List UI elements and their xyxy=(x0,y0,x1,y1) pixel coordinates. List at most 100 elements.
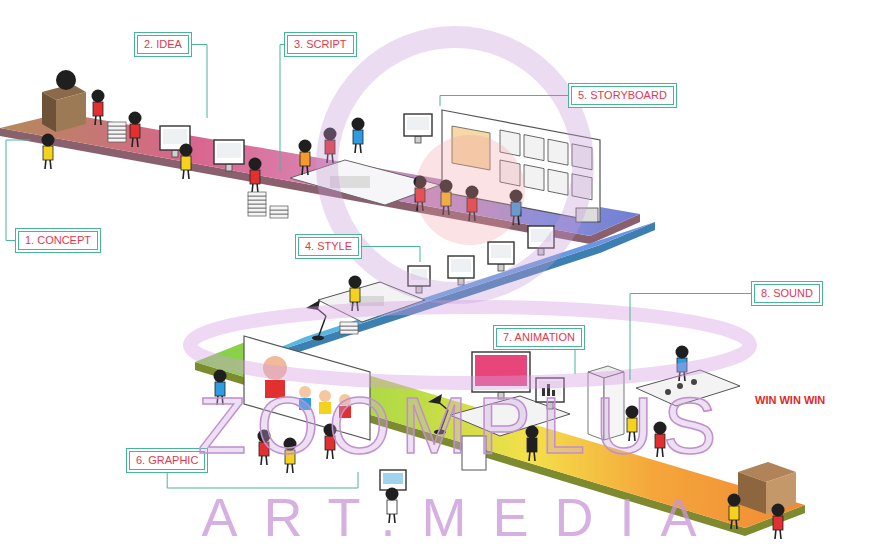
crate-side xyxy=(42,92,56,132)
stand xyxy=(415,136,421,143)
leg xyxy=(95,115,96,125)
person-figure xyxy=(352,118,365,154)
book-stack xyxy=(340,322,358,334)
person-figure xyxy=(180,144,193,180)
person-figure xyxy=(129,112,142,148)
leg xyxy=(188,169,189,179)
leg xyxy=(302,165,303,175)
book xyxy=(248,200,266,204)
head xyxy=(92,90,105,103)
body xyxy=(729,506,739,520)
person-figure xyxy=(92,90,105,126)
band-side xyxy=(0,128,590,244)
book xyxy=(340,330,358,334)
body xyxy=(350,288,360,302)
screen xyxy=(217,143,241,158)
leg xyxy=(736,519,737,529)
watermark: ART.MEDIA xyxy=(201,490,722,544)
box-side xyxy=(738,472,766,514)
monitor xyxy=(404,114,432,143)
head xyxy=(676,346,689,359)
leg xyxy=(775,529,776,539)
leg xyxy=(360,143,361,153)
head xyxy=(299,140,312,153)
body xyxy=(43,146,53,160)
person-figure xyxy=(249,158,262,194)
crate-front xyxy=(56,92,86,132)
frame-sketch xyxy=(548,169,568,195)
head xyxy=(214,370,227,383)
book xyxy=(108,134,126,138)
monitor xyxy=(214,140,244,171)
book-stack xyxy=(248,192,266,216)
stand xyxy=(498,264,504,271)
step-label-box: 5. STORYBOARD xyxy=(571,86,674,105)
step-label: 8. SOUND xyxy=(761,286,813,301)
leader-line xyxy=(280,45,284,173)
leg xyxy=(183,169,184,179)
head xyxy=(352,118,365,131)
body xyxy=(353,130,363,144)
step-label: 1. CONCEPT xyxy=(25,233,91,248)
stand xyxy=(172,150,178,157)
book xyxy=(108,138,126,142)
body xyxy=(250,170,260,184)
step-label: 6. GRAPHIC xyxy=(136,453,198,468)
head xyxy=(772,504,785,517)
watermark: ZOOMPLUS xyxy=(198,386,727,466)
book xyxy=(248,192,266,196)
screen xyxy=(491,245,511,258)
book xyxy=(340,322,358,326)
head xyxy=(728,494,741,507)
monitor xyxy=(488,242,514,271)
book xyxy=(108,126,126,130)
step-label: 2. IDEA xyxy=(144,37,182,52)
head xyxy=(42,134,55,147)
step-label: 3. SCRIPT xyxy=(294,37,347,52)
frame xyxy=(448,256,474,278)
step-label-box: 1. CONCEPT xyxy=(18,231,98,250)
head xyxy=(249,158,262,171)
frame xyxy=(380,470,406,490)
book xyxy=(270,210,288,214)
step-label: 7. ANIMATION xyxy=(503,330,575,345)
step-label-box: 4. STYLE xyxy=(298,237,359,256)
person-figure xyxy=(42,134,55,170)
leg xyxy=(780,529,781,539)
leg xyxy=(45,159,46,169)
frame xyxy=(214,140,244,164)
stand xyxy=(226,164,232,171)
body xyxy=(181,156,191,170)
leg xyxy=(355,143,356,153)
leg xyxy=(307,165,308,175)
step-label-box: 8. SOUND xyxy=(754,284,820,303)
step-label-box: 2. IDEA xyxy=(137,35,189,54)
leg xyxy=(50,159,51,169)
frame-sketch xyxy=(548,139,568,165)
leg xyxy=(731,519,732,529)
step-label-box: 3. SCRIPT xyxy=(287,35,354,54)
book xyxy=(248,196,266,200)
book xyxy=(248,208,266,212)
step-label: 4. STYLE xyxy=(305,239,352,254)
book xyxy=(108,122,126,126)
book-stack xyxy=(270,206,288,218)
leader-line xyxy=(362,247,420,263)
leg xyxy=(100,115,101,125)
body xyxy=(93,102,103,116)
leader-line xyxy=(192,45,207,119)
step-label-box: 6. GRAPHIC xyxy=(129,451,205,470)
head xyxy=(56,70,76,90)
step-label-box: 7. ANIMATION xyxy=(496,328,582,347)
screen xyxy=(451,259,471,272)
frame-sketch xyxy=(524,165,544,191)
monitor xyxy=(448,256,474,285)
watermark-ring xyxy=(327,37,583,293)
book xyxy=(108,130,126,134)
book xyxy=(248,212,266,216)
leg xyxy=(257,183,258,193)
win-text: WIN WIN WIN xyxy=(755,395,825,406)
step-label: 5. STORYBOARD xyxy=(578,88,667,103)
body xyxy=(773,516,783,530)
